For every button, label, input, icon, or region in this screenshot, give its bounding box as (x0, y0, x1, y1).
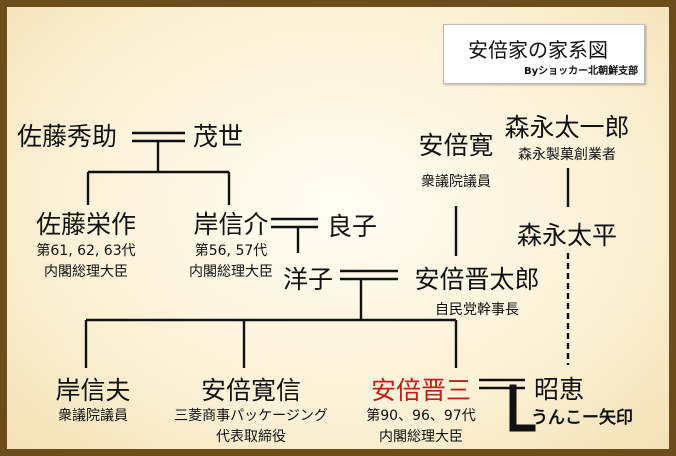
title-box: 安倍家の家系図 Byショッカー北朝鮮支部 (443, 24, 645, 84)
kishi-nobusuke-title: 内閣総理大臣 (189, 264, 273, 280)
abe-shintaro-title: 自民党幹事長 (435, 302, 519, 318)
person-shige: 茂世 (193, 122, 244, 151)
person-abe-hironobu: 安倍寛信 (200, 376, 302, 405)
children-shintaro (84, 318, 458, 368)
abe-hironobu-title-2: 代表取締役 (216, 429, 286, 445)
marriage-yoko-shintaro (340, 269, 398, 320)
person-abe-shinzo: 安倍晋三 (370, 376, 472, 405)
diagram-title: 安倍家の家系図 (468, 38, 608, 62)
abe-kan-title: 衆議院議員 (421, 174, 491, 190)
morinaga-taichiro-title: 森永製菓創業者 (518, 147, 616, 163)
person-yoko: 洋子 (283, 265, 334, 294)
person-abe-shintaro: 安倍晋太郎 (414, 265, 540, 294)
person-morinaga-tahei: 森永太平 (516, 221, 618, 250)
children-sato-hidesuke (86, 170, 231, 205)
marriage-sato-hidesuke-shige (132, 131, 185, 172)
abe-shinzo-title: 内閣総理大臣 (379, 429, 463, 445)
arrow-bracket-shape (509, 384, 536, 432)
person-kishi-nobusuke: 岸信介 (193, 210, 269, 239)
marriage-kishi-yoshiko (271, 217, 318, 253)
arrow-label: うんこー矢印 (531, 408, 633, 428)
author-credit: Byショッカー北朝鮮支部 (524, 66, 639, 77)
person-sato-hidesuke: 佐藤秀助 (17, 122, 118, 151)
diagram-board: 安倍家の家系図 Byショッカー北朝鮮支部 佐藤秀助 茂世 安倍寛 衆議院議員 森… (7, 7, 669, 449)
sato-eisaku-terms: 第61, 62, 63代 (36, 243, 136, 259)
person-kishi-nobuo: 岸信夫 (55, 376, 131, 405)
person-sato-eisaku: 佐藤栄作 (35, 210, 137, 239)
kishi-nobuo-title: 衆議院議員 (58, 408, 128, 424)
person-abe-kan: 安倍寛 (418, 131, 494, 160)
person-akie: 昭恵 (534, 375, 585, 404)
marriage-shinzo-akie (479, 378, 525, 390)
abe-hironobu-title: 三菱商事パッケージング (174, 408, 328, 424)
person-yoshiko: 良子 (327, 212, 378, 241)
person-morinaga-taichiro: 森永太一郎 (504, 113, 630, 142)
kishi-nobusuke-terms: 第56, 57代 (194, 243, 268, 259)
abe-shinzo-terms: 第90、96、97代 (366, 408, 476, 424)
sato-eisaku-title: 内閣総理大臣 (44, 264, 128, 280)
